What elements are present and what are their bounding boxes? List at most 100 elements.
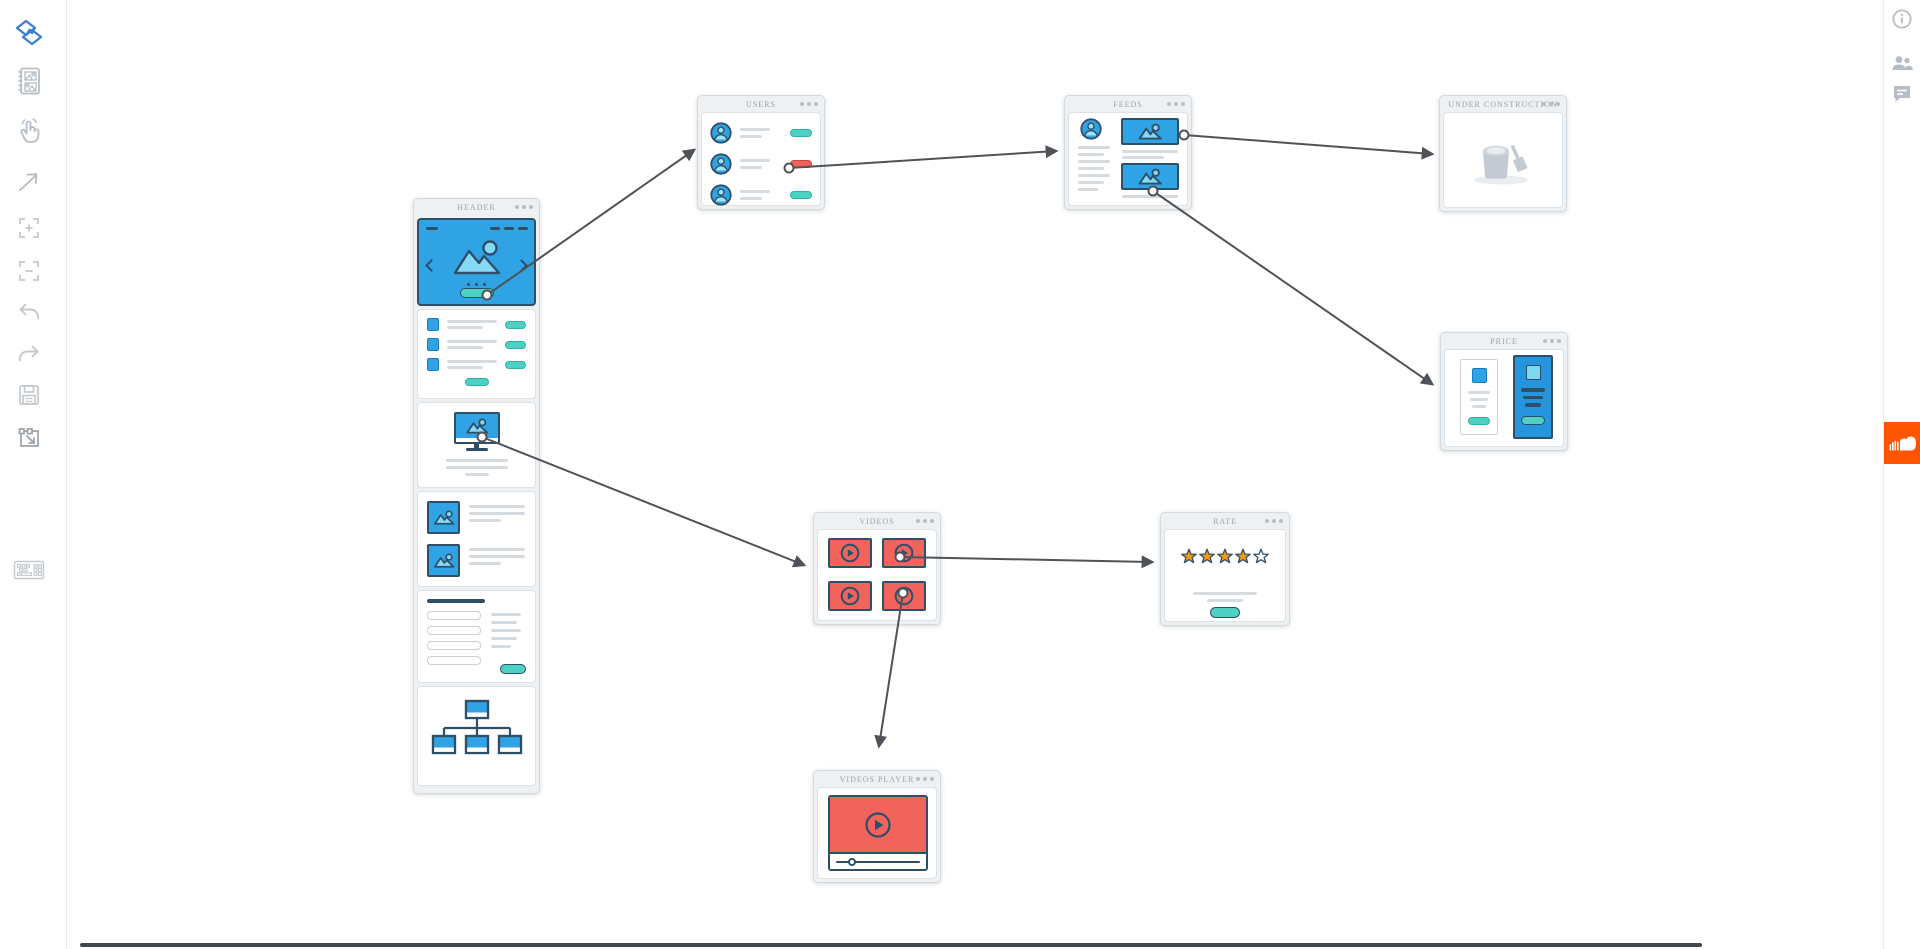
- video-thumb-4[interactable]: [882, 581, 926, 611]
- tap-tool-icon[interactable]: [13, 115, 45, 147]
- list-more-button[interactable]: [464, 378, 489, 386]
- user-avatar: [710, 122, 732, 144]
- card-menu-dots[interactable]: [916, 519, 934, 523]
- undo-icon[interactable]: [13, 296, 45, 328]
- rate-submit-button[interactable]: [1210, 607, 1240, 618]
- card-header-titlebar: HEADER: [414, 199, 539, 215]
- card-feeds-titlebar: FEEDS: [1065, 96, 1191, 112]
- video-scrubber[interactable]: [848, 857, 856, 866]
- video-thumb-3[interactable]: [828, 581, 872, 611]
- videos-player-body: [817, 787, 937, 879]
- price-plan-basic[interactable]: [1460, 359, 1498, 435]
- zoom-in-icon[interactable]: [13, 212, 45, 244]
- list-bullet-square: [427, 318, 439, 331]
- card-menu-dots[interactable]: [1167, 102, 1185, 106]
- feeds-image-2[interactable]: [1121, 163, 1179, 190]
- star-filled-icon: [1199, 548, 1215, 564]
- user-row-button[interactable]: [790, 191, 812, 199]
- video-thumb-2[interactable]: [882, 538, 926, 568]
- monitor-caption-lines: [418, 459, 535, 476]
- info-icon[interactable]: [1891, 8, 1913, 30]
- user-row-button[interactable]: [790, 129, 812, 137]
- list-bullet-square: [427, 338, 439, 351]
- media-thumbnail: [427, 501, 460, 534]
- form-input[interactable]: [427, 626, 481, 635]
- connection-users-to-feeds[interactable]: [788, 145, 1059, 169]
- sitemap-diagram: [431, 699, 522, 755]
- price-body: [1444, 349, 1564, 447]
- card-menu-dots[interactable]: [916, 777, 934, 781]
- video-player-controls[interactable]: [830, 852, 926, 869]
- hero-nav-dashes: [490, 227, 528, 230]
- user-row: [710, 151, 812, 177]
- card-videos-player[interactable]: VIDEOS PLAYER: [813, 770, 941, 883]
- card-menu-dots[interactable]: [1542, 102, 1560, 106]
- user-avatar: [710, 184, 732, 206]
- feeds-image-1[interactable]: [1121, 118, 1179, 145]
- save-icon[interactable]: [13, 379, 45, 411]
- header-media-section: [417, 491, 536, 587]
- export-frame-icon[interactable]: [13, 421, 45, 453]
- wireflow-logo-icon[interactable]: [13, 17, 45, 49]
- arrow-tool-icon[interactable]: [13, 165, 45, 197]
- right-sidebar: [1883, 0, 1920, 949]
- card-price[interactable]: PRICE: [1440, 332, 1568, 451]
- header-monitor-section: [417, 402, 536, 488]
- star-rating[interactable]: [1165, 548, 1285, 564]
- card-menu-dots[interactable]: [1265, 519, 1283, 523]
- media-row: [427, 544, 526, 577]
- user-row: [710, 182, 812, 208]
- form-input[interactable]: [427, 656, 481, 665]
- list-row-button[interactable]: [504, 320, 526, 329]
- header-hero-carousel[interactable]: [417, 218, 536, 306]
- star-filled-icon: [1181, 548, 1197, 564]
- keyboard-shortcuts-icon[interactable]: [13, 554, 45, 586]
- soundcloud-badge-icon[interactable]: [1884, 422, 1920, 464]
- redo-icon[interactable]: [13, 338, 45, 370]
- star-filled-icon: [1235, 548, 1251, 564]
- user-row-button-red[interactable]: [790, 160, 812, 168]
- list-row: [427, 358, 526, 371]
- video-player[interactable]: [828, 795, 928, 871]
- price-basic-button[interactable]: [1468, 417, 1490, 425]
- form-input[interactable]: [427, 611, 481, 620]
- card-title: USERS: [746, 100, 776, 109]
- list-row-button[interactable]: [504, 360, 526, 369]
- elements-library-icon[interactable]: [13, 65, 45, 97]
- list-row: [427, 338, 526, 351]
- zoom-out-icon[interactable]: [13, 255, 45, 287]
- star-empty-icon: [1253, 548, 1269, 564]
- header-list-section: [417, 309, 536, 399]
- price-plan-featured[interactable]: [1513, 355, 1553, 439]
- card-users[interactable]: USERS: [697, 95, 825, 210]
- hero-button[interactable]: [459, 288, 494, 298]
- horizontal-scrollbar[interactable]: [80, 943, 1702, 947]
- video-thumb-1[interactable]: [828, 538, 872, 568]
- play-icon[interactable]: [863, 810, 893, 840]
- card-title: RATE: [1213, 517, 1237, 526]
- monitor-image[interactable]: [453, 412, 500, 451]
- video-player-screen[interactable]: [830, 797, 926, 852]
- price-featured-button[interactable]: [1521, 415, 1545, 425]
- connection-feeds-to-underconstruction[interactable]: [1183, 134, 1435, 160]
- collaborators-icon[interactable]: [1891, 52, 1913, 74]
- card-under-construction[interactable]: UNDER CONSTRUCTION: [1439, 95, 1567, 212]
- form-submit-button[interactable]: [500, 664, 526, 674]
- card-videos-player-titlebar: VIDEOS PLAYER: [814, 771, 940, 787]
- user-avatar: [710, 153, 732, 175]
- hero-carousel-dots: [419, 283, 534, 286]
- form-input[interactable]: [427, 641, 481, 650]
- chat-icon[interactable]: [1891, 82, 1913, 104]
- card-menu-dots[interactable]: [1543, 339, 1561, 343]
- card-menu-dots[interactable]: [515, 205, 533, 209]
- list-row-button[interactable]: [504, 340, 526, 349]
- card-feeds[interactable]: FEEDS: [1064, 95, 1192, 210]
- hero-image-icon: [419, 238, 534, 276]
- card-menu-dots[interactable]: [800, 102, 818, 106]
- card-videos[interactable]: VIDEOS: [813, 512, 941, 625]
- connection-feeds-to-price[interactable]: [1152, 190, 1435, 386]
- form-text-lines: [491, 611, 521, 648]
- card-header[interactable]: HEADER: [413, 198, 540, 794]
- card-rate[interactable]: RATE: [1160, 512, 1290, 626]
